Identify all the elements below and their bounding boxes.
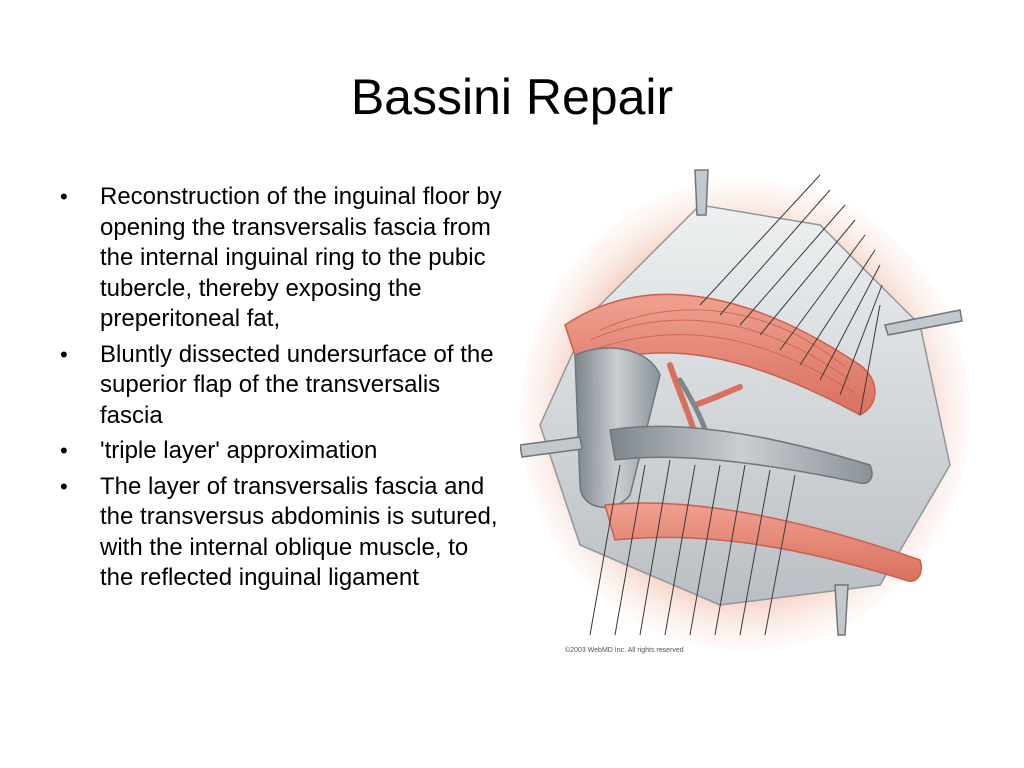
transversus-abdominis-muscle <box>604 502 922 582</box>
retractors <box>520 169 963 636</box>
bullet-marker: • <box>60 473 68 499</box>
bullet-item: • The layer of transversalis fascia and … <box>60 472 505 594</box>
bullet-list: • Reconstruction of the inguinal floor b… <box>60 182 505 599</box>
bullet-text: Bluntly dissected undersurface of the su… <box>100 340 494 429</box>
slide-title: Bassini Repair <box>350 69 674 125</box>
bullet-text: 'triple layer' approximation <box>100 437 378 464</box>
internal-oblique-muscle <box>564 293 876 416</box>
bullet-text: The layer of transversalis fascia and th… <box>100 472 498 592</box>
muscle-fibers <box>584 309 856 394</box>
copyright-credit: ©2003 WebMD Inc. All rights reserved <box>565 646 684 654</box>
sutures <box>589 174 883 636</box>
bullet-marker: • <box>60 438 68 463</box>
bullet-marker: • <box>60 184 68 209</box>
bullet-text: Reconstruction of the inguinal floor by … <box>100 183 502 332</box>
bullet-item: • 'triple layer' approximation <box>60 436 505 467</box>
inguinal-ligament <box>609 425 873 485</box>
bullet-item: • Reconstruction of the inguinal floor b… <box>60 182 505 335</box>
bullet-marker: • <box>60 341 68 367</box>
surgical-illustration: ©2003 WebMD Inc. All rights reserved <box>520 165 970 665</box>
bullet-item: • Bluntly dissected undersurface of the … <box>60 340 505 432</box>
inguinal-repair-drawing: ©2003 WebMD Inc. All rights reserved <box>520 169 970 654</box>
